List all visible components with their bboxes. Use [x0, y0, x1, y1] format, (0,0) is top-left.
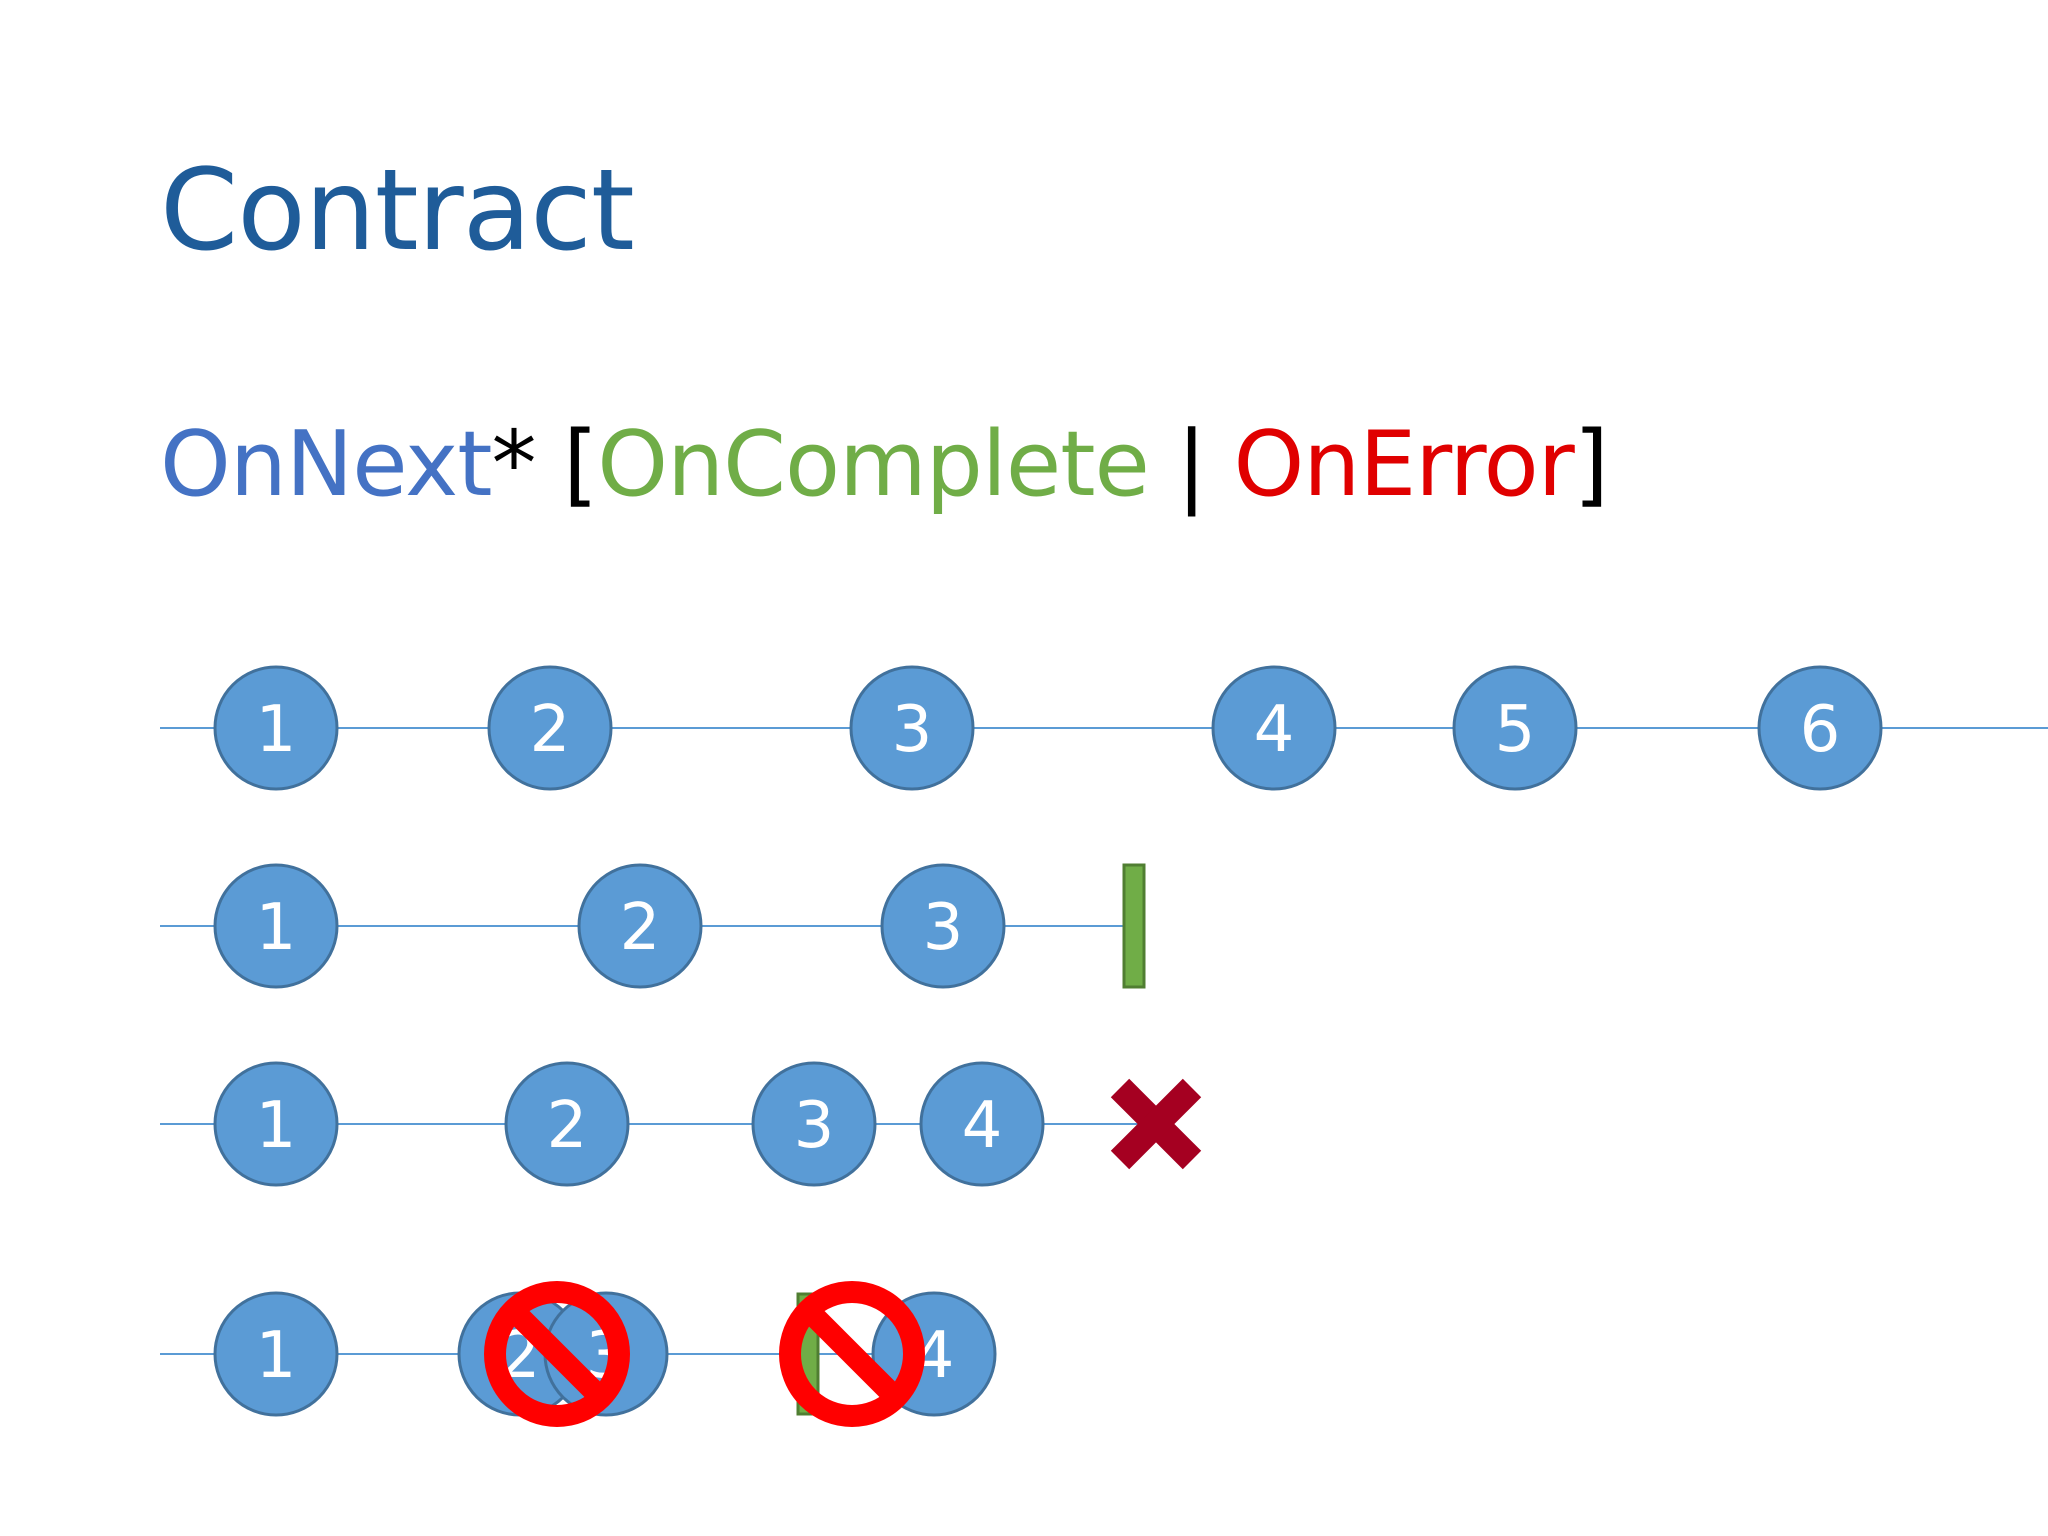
marble-label: 3	[892, 693, 933, 767]
marble-label: 1	[256, 1319, 297, 1393]
grammar-star: *	[491, 412, 537, 517]
marble-label: 1	[256, 891, 297, 965]
marble-circle	[1757, 665, 1883, 791]
errored-sequence: 1 2 3 4	[160, 1061, 1202, 1187]
marble: 3	[849, 665, 975, 791]
marble: 5	[1452, 665, 1578, 791]
marble-label: 6	[1800, 693, 1841, 767]
marble-label: 2	[620, 891, 661, 965]
marble-circle	[213, 1291, 339, 1417]
marble-label: 4	[1254, 693, 1295, 767]
marble-label: 1	[256, 693, 297, 767]
marble: 1	[213, 1291, 339, 1417]
marble-label: 3	[923, 891, 964, 965]
complete-marker	[1122, 863, 1146, 989]
prohibited-ring	[779, 1281, 925, 1427]
grammar-on-complete: OnComplete	[597, 412, 1150, 517]
marble-circle	[504, 1061, 630, 1187]
grammar-pipe: |	[1148, 412, 1234, 517]
marble-label: 2	[547, 1089, 588, 1163]
prohibited-ring	[484, 1281, 630, 1427]
marble-label: 3	[794, 1089, 835, 1163]
prohibited-slash	[505, 1302, 609, 1406]
slide-title: Contract	[160, 146, 635, 276]
marble: 1	[213, 1061, 339, 1187]
marble-label: 2	[530, 693, 571, 767]
marble: 2	[487, 665, 613, 791]
marble: 3	[880, 863, 1006, 989]
marble-circle	[1211, 665, 1337, 791]
error-x-stroke	[1110, 1078, 1202, 1170]
prohibited-icon	[484, 1281, 630, 1427]
marble-circle	[919, 1061, 1045, 1187]
marble-circle	[213, 665, 339, 791]
marble-circle	[880, 863, 1006, 989]
prohibited-slash	[800, 1302, 904, 1406]
prohibited-icon	[779, 1281, 925, 1427]
marble: 6	[1757, 665, 1883, 791]
marble-circle	[1452, 665, 1578, 791]
marble: 3	[751, 1061, 877, 1187]
marble: 1	[213, 863, 339, 989]
marble: 4	[919, 1061, 1045, 1187]
marble-circle	[213, 1061, 339, 1187]
marble-circle	[487, 665, 613, 791]
marble-label: 1	[256, 1089, 297, 1163]
grammar-on-error: OnError	[1233, 412, 1574, 517]
grammar-close-bracket: ]	[1573, 412, 1609, 517]
marble-circle	[577, 863, 703, 989]
marble-circle	[751, 1061, 877, 1187]
marble-label: 5	[1495, 693, 1536, 767]
completed-sequence: 1 2 3	[160, 863, 1146, 989]
marble: 2	[504, 1061, 630, 1187]
infinite-sequence: 1 2 3 4 5 6	[160, 665, 2048, 791]
marble-circle	[213, 863, 339, 989]
marble: 1	[213, 665, 339, 791]
marble-label: 4	[962, 1089, 1003, 1163]
error-x-icon	[1110, 1078, 1202, 1170]
marble: 2	[577, 863, 703, 989]
grammar-open-bracket: [	[535, 412, 598, 517]
marble: 4	[1211, 665, 1337, 791]
contract-grammar: OnNext* [OnComplete | OnError]	[160, 420, 1609, 510]
grammar-on-next: OnNext	[160, 412, 493, 517]
marble-circle	[849, 665, 975, 791]
